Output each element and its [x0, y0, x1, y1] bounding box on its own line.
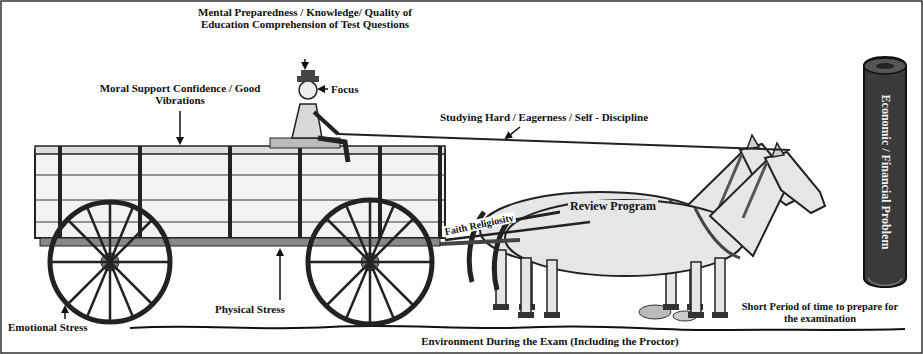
scroll-shape: Economic / Financial Problem — [858, 52, 912, 292]
callout-label: Physical Stress — [215, 303, 285, 315]
note-label: Short Period of time to prepare for the … — [732, 301, 908, 324]
scroll-text: Economic / Financial Problem — [878, 95, 891, 250]
callout-label: Studying Hard / Eagerness / Self - Disci… — [440, 111, 648, 123]
horse-label: Review Program — [568, 200, 658, 213]
callout-label: Emotional Stress — [8, 321, 88, 333]
callout-label: Focus — [331, 83, 359, 95]
ground-label: Environment During the Exam (Including t… — [330, 335, 770, 347]
callout-label: Moral Support Confidence / Good Vibratio… — [95, 82, 265, 106]
callout-label: Mental Preparedness / Knowledge/ Quality… — [185, 6, 425, 30]
